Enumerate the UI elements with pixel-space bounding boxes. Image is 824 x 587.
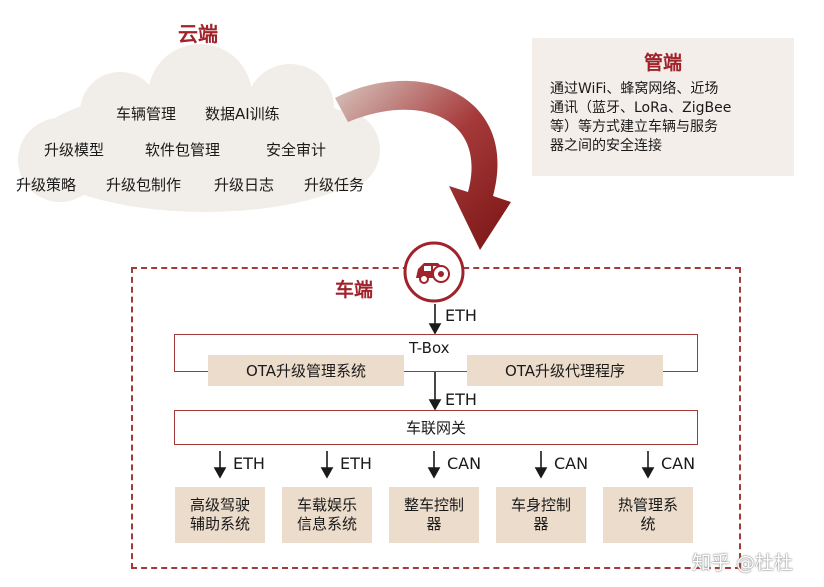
cloud-item: 升级日志 (214, 176, 275, 194)
cloud-item: 数据AI训练 (205, 105, 280, 123)
cloud-item: 升级包制作 (106, 176, 182, 194)
ecu-label: 车身控制 (510, 496, 571, 514)
ecu-body-control: 车身控制 器 (496, 487, 586, 543)
link-label: CAN (554, 454, 589, 473)
cloud-to-vehicle-arrow (335, 80, 511, 251)
ecu-label: 辅助系统 (189, 515, 250, 533)
ecu-label: 整车控制 (403, 496, 464, 514)
gateway-label: 车联网关 (405, 419, 466, 437)
ecu-label: 热管理系 (617, 496, 678, 514)
link-label: CAN (447, 454, 482, 473)
ecu-infotainment: 车载娱乐 信息系统 (282, 487, 372, 543)
ecu-vehicle-control: 整车控制 器 (389, 487, 479, 543)
eth-label-top: ETH (445, 306, 477, 325)
ecu-adas: 高级驾驶 辅助系统 (175, 487, 265, 543)
pipe-description: 通过WiFi、蜂窝网络、近场 通讯（蓝牙、LoRa、ZigBee 等）等方式建立… (550, 80, 782, 156)
vehicle-title: 车端 (335, 279, 374, 301)
cloud-item: 安全审计 (266, 141, 327, 159)
ota-manager-box: OTA升级管理系统 (208, 355, 404, 386)
ecu-label: 统 (640, 515, 656, 533)
ecu-label: 车载娱乐 (296, 496, 357, 514)
cloud-title: 云端 (178, 22, 218, 46)
ecu-label: 器 (533, 515, 549, 533)
cloud-item: 车辆管理 (116, 105, 177, 123)
cloud-item: 升级任务 (304, 176, 365, 194)
ota-agent-label: OTA升级代理程序 (504, 362, 626, 380)
cloud-shape (18, 44, 380, 212)
link-label: ETH (233, 454, 265, 473)
pipe-line: 通过WiFi、蜂窝网络、近场 (550, 81, 719, 97)
ecu-label: 器 (426, 515, 442, 533)
ota-agent-box: OTA升级代理程序 (467, 355, 663, 386)
tbox-label: T-Box (409, 339, 450, 357)
gateway-bar: 车联网关 (174, 410, 698, 445)
ecu-label: 高级驾驶 (189, 496, 250, 514)
car-icon (403, 241, 465, 303)
watermark: 知乎 @杜杜 (692, 552, 794, 574)
link-label: ETH (340, 454, 372, 473)
pipe-panel: 管端 通过WiFi、蜂窝网络、近场 通讯（蓝牙、LoRa、ZigBee 等）等方… (532, 38, 794, 176)
ecu-label: 信息系统 (296, 515, 357, 533)
cloud-item: 升级模型 (44, 141, 105, 159)
pipe-title: 管端 (643, 52, 682, 74)
ecu-thermal: 热管理系 统 (603, 487, 693, 543)
link-label: CAN (661, 454, 696, 473)
cloud-item: 软件包管理 (145, 141, 221, 159)
pipe-line: 通讯（蓝牙、LoRa、ZigBee (550, 100, 732, 116)
ota-manager-label: OTA升级管理系统 (245, 362, 367, 380)
pipe-line: 等）等方式建立车辆与服务 (550, 119, 718, 135)
cloud-item: 升级策略 (16, 176, 77, 194)
pipe-line: 器之间的安全连接 (550, 138, 662, 154)
eth-label-mid: ETH (445, 390, 477, 409)
